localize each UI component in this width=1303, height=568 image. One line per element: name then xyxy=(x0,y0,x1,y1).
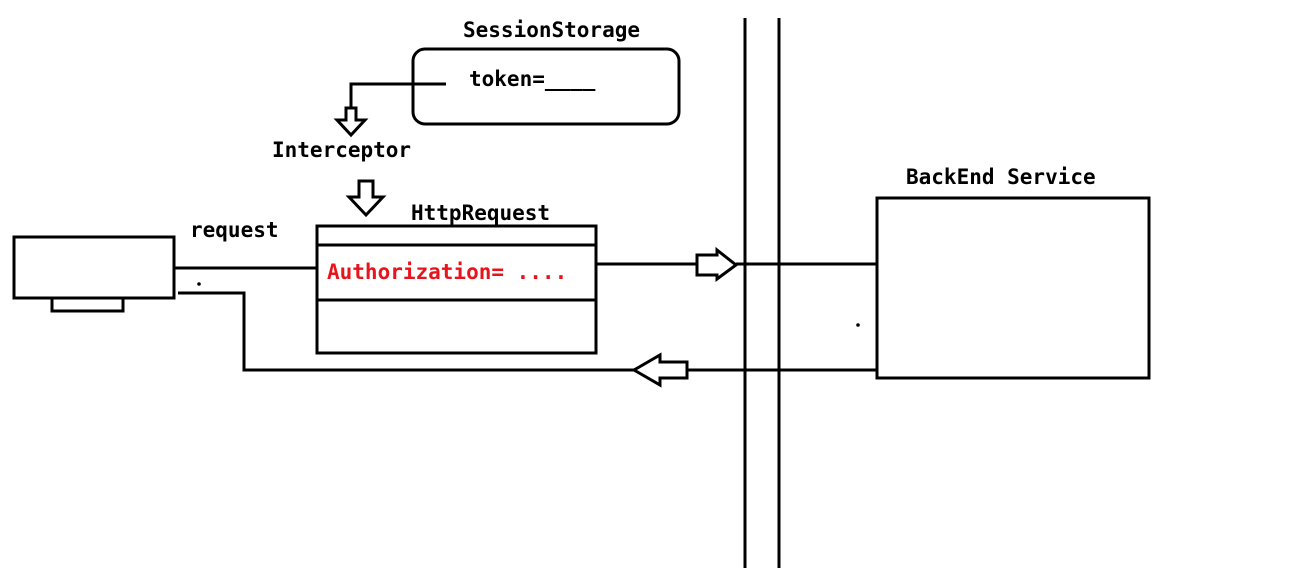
http-request-title: HttpRequest xyxy=(411,201,550,225)
down-arrow-icon xyxy=(333,106,369,138)
down-arrow-icon xyxy=(345,179,387,218)
backend-service-box xyxy=(875,196,1151,380)
storage-to-interceptor-connector xyxy=(349,82,446,108)
http-request-box xyxy=(315,224,598,355)
client-stand xyxy=(50,296,125,313)
request-label: request xyxy=(190,218,279,242)
dot-mark xyxy=(856,323,860,327)
right-arrow-icon xyxy=(695,246,739,282)
response-return-line xyxy=(178,291,634,372)
interceptor-label: Interceptor xyxy=(272,138,411,162)
left-arrow-icon xyxy=(630,352,689,388)
session-storage-box xyxy=(411,47,681,126)
client-monitor xyxy=(12,235,176,300)
authorization-header: Authorization= .... xyxy=(327,260,567,284)
session-storage-token: token=____ xyxy=(469,67,596,91)
session-storage-title: SessionStorage xyxy=(463,18,640,42)
dot-mark xyxy=(197,282,201,286)
backend-title: BackEnd Service xyxy=(906,165,1096,189)
